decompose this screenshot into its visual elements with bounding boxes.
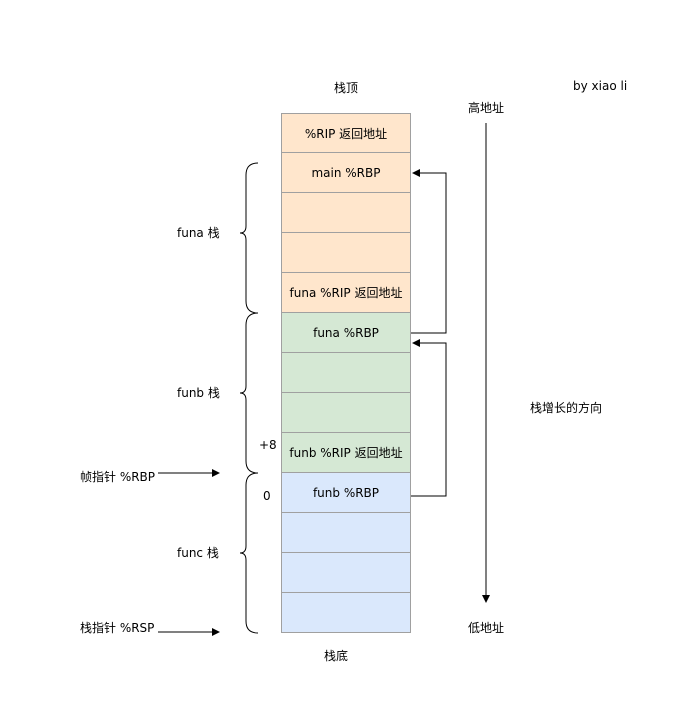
stack-cell: main %RBP [281,153,411,193]
stack-top-label: 栈顶 [334,81,359,95]
offset-plus8-label: +8 [259,438,277,452]
stack-cell: funa %RIP 返回地址 [281,273,411,313]
funb-brace [239,312,259,474]
funa-frame-label: funa 栈 [177,226,220,240]
stack-cell [281,233,411,273]
author-credit: by xiao li [573,79,628,93]
stack-cell: %RIP 返回地址 [281,113,411,153]
funa-rbp-link-arrow [411,169,447,334]
stack-cell [281,513,411,553]
funa-brace [239,162,259,314]
stack-cell: funb %RBP [281,473,411,513]
high-address-label: 高地址 [468,101,505,115]
stack-column: %RIP 返回地址 main %RBP funa %RIP 返回地址 funa … [281,113,411,633]
stack-bottom-label: 栈底 [324,649,349,663]
stack-cell [281,393,411,433]
stack-cell [281,593,411,633]
rbp-pointer-label: 帧指针 %RBP [80,470,156,484]
func-frame-label: func 栈 [177,546,219,560]
func-brace [239,472,259,634]
stack-cell [281,553,411,593]
stack-cell [281,193,411,233]
stack-cell: funa %RBP [281,313,411,353]
funb-rbp-link-arrow [411,339,447,497]
low-address-label: 低地址 [468,621,505,635]
rsp-pointer-label: 栈指针 %RSP [80,621,155,635]
funb-frame-label: funb 栈 [177,386,220,400]
offset-zero-label: 0 [263,489,271,503]
stack-cell [281,353,411,393]
growth-direction-label: 栈增长的方向 [530,401,603,415]
stack-cell: funb %RIP 返回地址 [281,433,411,473]
